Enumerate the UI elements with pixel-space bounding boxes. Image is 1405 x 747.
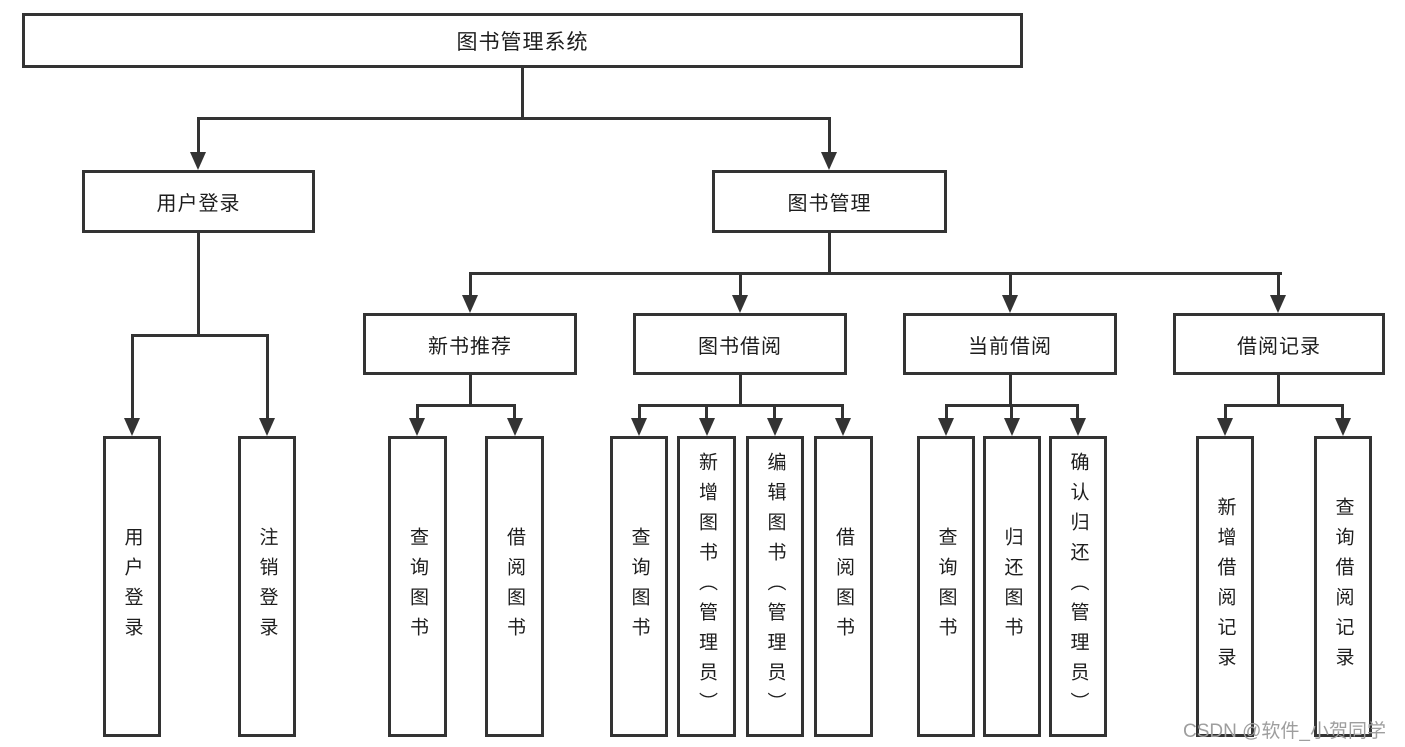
node-book-borrowing: 图书借阅 xyxy=(633,313,847,375)
connector-line xyxy=(1009,272,1012,298)
node-label: 当前借阅 xyxy=(968,335,1052,358)
arrowhead-down-icon xyxy=(507,418,523,436)
arrowhead-down-icon xyxy=(1270,295,1286,313)
leaf-confirm-return-admin: 确认归还（管理员） xyxy=(1049,436,1107,737)
connector-line xyxy=(1224,404,1344,407)
leaf-add-borrow-record: 新增借阅记录 xyxy=(1196,436,1254,737)
leaf-query-books-recommend: 查询图书 xyxy=(388,436,447,737)
node-label: 借阅记录 xyxy=(1237,335,1321,358)
node-label: 新书推荐 xyxy=(428,335,512,358)
node-user-login: 用户登录 xyxy=(82,170,315,233)
connector-line xyxy=(841,404,844,420)
connector-line xyxy=(945,404,948,420)
leaf-query-books-borrowing: 查询图书 xyxy=(610,436,668,737)
node-label: 新增图书（管理员） xyxy=(696,451,717,722)
leaf-borrow-books: 借阅图书 xyxy=(814,436,873,737)
connector-line xyxy=(521,68,524,117)
connector-line xyxy=(828,117,831,155)
arrowhead-down-icon xyxy=(767,418,783,436)
connector-line xyxy=(1224,404,1227,420)
connector-line xyxy=(416,404,419,420)
node-label: 注销登录 xyxy=(256,526,278,647)
connector-line xyxy=(1009,375,1012,407)
arrowhead-down-icon xyxy=(124,418,140,436)
connector-line xyxy=(197,117,831,120)
connector-line xyxy=(131,334,134,420)
node-label: 借阅图书 xyxy=(833,526,854,647)
node-label: 借阅图书 xyxy=(504,526,525,647)
arrowhead-down-icon xyxy=(409,418,425,436)
connector-line xyxy=(739,272,742,298)
leaf-borrow-books-recommend: 借阅图书 xyxy=(485,436,544,737)
node-label: 编辑图书（管理员） xyxy=(764,451,786,722)
arrowhead-down-icon xyxy=(462,295,478,313)
connector-line xyxy=(1076,404,1079,420)
connector-line xyxy=(1010,404,1013,420)
connector-line xyxy=(638,404,844,407)
arrowhead-down-icon xyxy=(1217,418,1233,436)
arrowhead-down-icon xyxy=(938,418,954,436)
node-label: 图书管理系统 xyxy=(456,30,589,54)
connector-line xyxy=(773,404,776,420)
arrowhead-down-icon xyxy=(821,152,837,170)
connector-line xyxy=(828,233,831,275)
connector-line xyxy=(416,404,516,407)
leaf-return-books: 归还图书 xyxy=(983,436,1041,737)
node-label: 用户登录 xyxy=(156,193,241,215)
connector-line xyxy=(469,272,1282,275)
leaf-logout: 注销登录 xyxy=(238,436,296,737)
connector-line xyxy=(469,272,472,298)
arrowhead-down-icon xyxy=(259,418,275,436)
node-borrowing-records: 借阅记录 xyxy=(1173,313,1385,375)
node-label: 查询借阅记录 xyxy=(1332,496,1354,677)
arrowhead-down-icon xyxy=(190,152,206,170)
node-label: 查询图书 xyxy=(407,526,428,647)
connector-line xyxy=(197,233,200,337)
connector-line xyxy=(1341,404,1344,420)
watermark: CSDN @软件_小贺同学 xyxy=(1183,721,1386,742)
connector-line xyxy=(131,334,269,337)
node-label: 查询图书 xyxy=(628,526,650,647)
arrowhead-down-icon xyxy=(631,418,647,436)
leaf-user-login: 用户登录 xyxy=(103,436,161,737)
arrowhead-down-icon xyxy=(1070,418,1086,436)
leaf-edit-books-admin: 编辑图书（管理员） xyxy=(746,436,804,737)
node-label: 用户登录 xyxy=(121,526,143,647)
node-library-management-system: 图书管理系统 xyxy=(22,13,1023,68)
connector-line xyxy=(197,117,200,155)
arrowhead-down-icon xyxy=(1004,418,1020,436)
arrowhead-down-icon xyxy=(835,418,851,436)
connector-line xyxy=(469,375,472,407)
node-book-management: 图书管理 xyxy=(712,170,947,233)
leaf-add-books-admin: 新增图书（管理员） xyxy=(677,436,736,737)
connector-line xyxy=(1277,375,1280,407)
node-label: 图书借阅 xyxy=(698,335,782,358)
connector-line xyxy=(513,404,516,420)
connector-line xyxy=(705,404,708,420)
arrowhead-down-icon xyxy=(732,295,748,313)
leaf-query-borrow-record: 查询借阅记录 xyxy=(1314,436,1372,737)
connector-line xyxy=(739,375,742,407)
arrowhead-down-icon xyxy=(699,418,715,436)
connector-line xyxy=(1277,272,1280,298)
node-label: 新增借阅记录 xyxy=(1214,496,1236,677)
arrowhead-down-icon xyxy=(1335,418,1351,436)
arrowhead-down-icon xyxy=(1002,295,1018,313)
node-label: 归还图书 xyxy=(1001,526,1023,647)
connector-line xyxy=(266,334,269,420)
leaf-query-books-current: 查询图书 xyxy=(917,436,975,737)
node-label: 查询图书 xyxy=(935,526,957,647)
node-new-book-recommend: 新书推荐 xyxy=(363,313,577,375)
node-label: 图书管理 xyxy=(787,193,872,215)
connector-line xyxy=(638,404,641,420)
node-label: 确认归还（管理员） xyxy=(1067,451,1089,722)
node-current-borrowing: 当前借阅 xyxy=(903,313,1117,375)
